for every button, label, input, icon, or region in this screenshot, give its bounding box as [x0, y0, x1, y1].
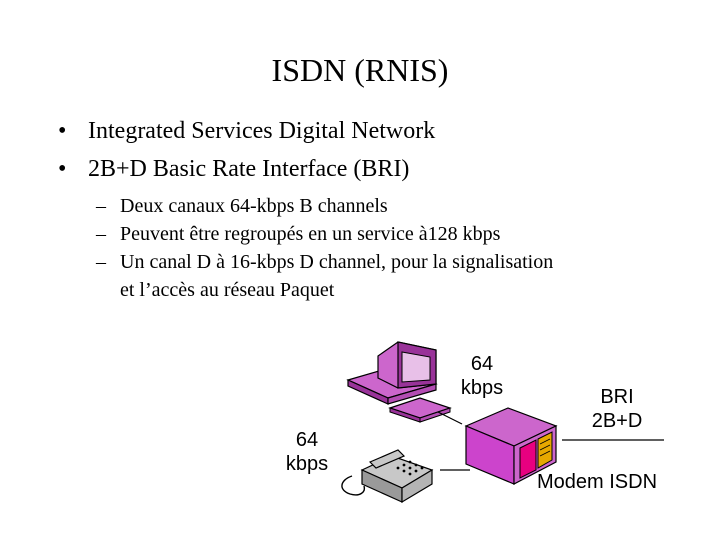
bri-label-line2: 2B+D — [591, 410, 643, 432]
sub-bullet-list: –Deux canaux 64-kbps B channels –Peuvent… — [96, 192, 553, 304]
sub-bullet-continuation: et l’accès au réseau Paquet — [120, 279, 335, 301]
sub-bullet-text: Peuvent être regroupés en un service à12… — [120, 223, 501, 245]
bullet-text: Integrated Services Digital Network — [88, 118, 436, 144]
sub-bullet-item: –Un canal D à 16-kbps D channel, pour la… — [96, 248, 553, 304]
bullet-marker: • — [58, 156, 67, 182]
bullet-text: 2B+D Basic Rate Interface (BRI) — [88, 156, 410, 182]
telephone-icon — [341, 449, 434, 504]
sub-bullet-text: Deux canaux 64-kbps B channels — [120, 195, 388, 217]
slide-title: ISDN (RNIS) — [271, 52, 449, 88]
bullet-item: • Integrated Services Digital Network — [58, 112, 435, 150]
bri-label: BRI 2B+D — [572, 385, 662, 433]
sub-bullet-item: –Peuvent être regroupés en un service à1… — [96, 220, 553, 248]
dash-marker: – — [96, 195, 106, 217]
computer-rate-unit: kbps — [460, 377, 504, 399]
phone-rate-value: 64 — [295, 429, 319, 451]
bullet-item: • 2B+D Basic Rate Interface (BRI) — [58, 150, 435, 188]
dash-marker: – — [96, 223, 106, 245]
sub-bullet-item: –Deux canaux 64-kbps B channels — [96, 192, 553, 220]
bullet-list: • Integrated Services Digital Network • 2B… — [58, 112, 435, 188]
computer-link-line — [437, 411, 463, 425]
phone-rate-unit: kbps — [285, 453, 329, 475]
bri-label-line1: BRI — [600, 386, 634, 408]
dash-marker: – — [96, 251, 106, 273]
bullet-marker: • — [58, 118, 67, 144]
modem-icon — [464, 407, 558, 485]
computer-icon — [346, 341, 452, 423]
modem-label: Modem ISDN — [536, 471, 658, 493]
phone-rate-label: 64 kbps — [275, 428, 339, 476]
computer-rate-value: 64 — [470, 353, 494, 375]
sub-bullet-text: Un canal D à 16-kbps D channel, pour la … — [120, 251, 554, 273]
computer-rate-label: 64 kbps — [450, 352, 514, 400]
